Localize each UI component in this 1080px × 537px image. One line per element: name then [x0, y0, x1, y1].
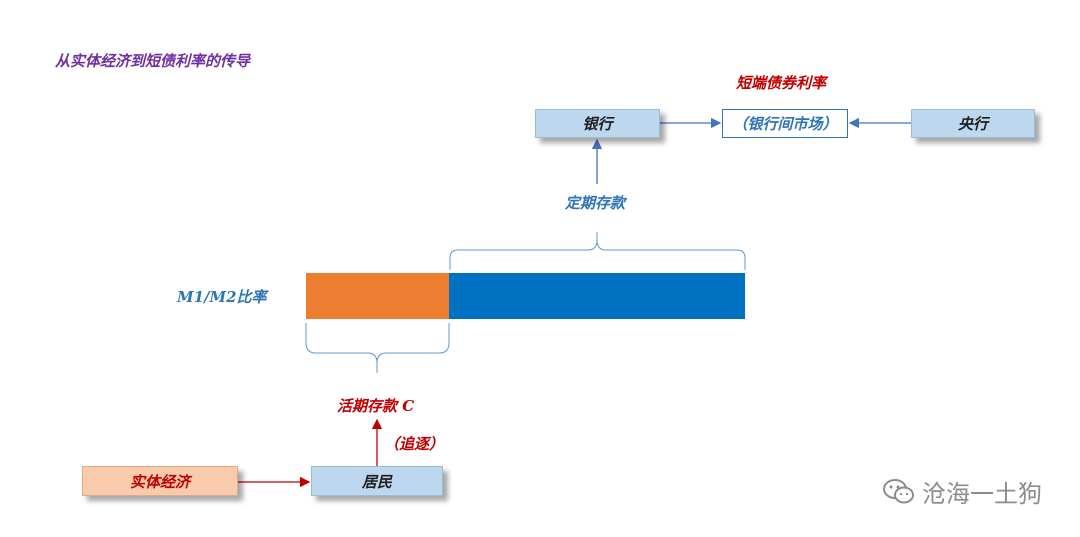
short-bond-rate-label: 短端债券利率: [736, 74, 827, 92]
m1m2-ratio-bar: [306, 273, 745, 319]
m1m2-ratio-label: M1/M2比率: [177, 288, 267, 306]
time-deposit-segment: [449, 273, 745, 319]
diagram-title: 从实体经济到短债利率的传导: [55, 52, 251, 70]
demand-deposit-segment: [306, 273, 450, 319]
resident-node: 居民: [311, 466, 443, 496]
interbank-market-node: （银行间市场）: [722, 109, 848, 138]
chase-label: （追逐）: [384, 435, 445, 453]
resident-label: 居民: [361, 472, 392, 491]
time-deposit-label: 定期存款: [565, 194, 626, 212]
brace-time-deposit: [449, 232, 746, 270]
watermark-text: 沧海一土狗: [922, 480, 1042, 508]
central-bank-node: 央行: [911, 109, 1035, 138]
watermark: 沧海一土狗: [882, 474, 1042, 509]
bank-label: 银行: [582, 115, 613, 133]
demand-deposit-label: 活期存款 C: [337, 397, 415, 415]
real-economy-label: 实体经济: [129, 472, 190, 491]
wechat-icon: [883, 478, 914, 503]
interbank-label: （银行间市场）: [732, 115, 838, 133]
real-economy-node: 实体经济: [82, 466, 238, 496]
bank-node: 银行: [535, 109, 660, 138]
brace-demand-deposit: [305, 323, 450, 373]
central-bank-label: 央行: [957, 115, 988, 133]
